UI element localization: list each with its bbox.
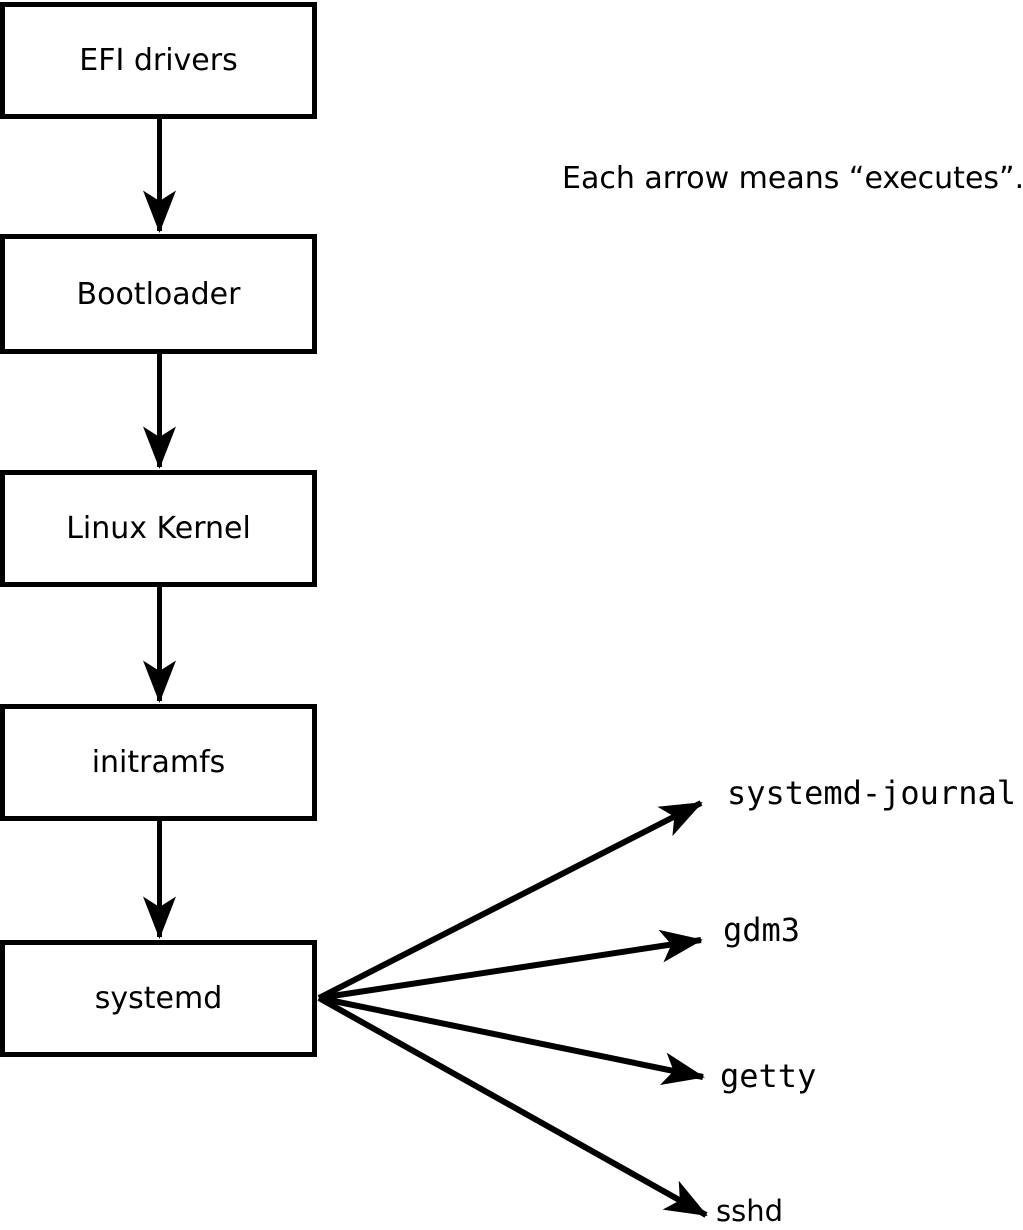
- box-systemd: systemd: [0, 940, 317, 1057]
- box-linux-kernel-label: Linux Kernel: [66, 511, 251, 546]
- box-bootloader: Bootloader: [0, 234, 317, 354]
- box-efi-drivers-label: EFI drivers: [79, 43, 238, 78]
- box-initramfs-label: initramfs: [91, 745, 226, 780]
- box-linux-kernel: Linux Kernel: [0, 470, 317, 587]
- caption-arrow-meaning: Each arrow means “executes”.: [562, 161, 1023, 196]
- label-systemd-journal: systemd-journal: [727, 774, 1016, 812]
- box-systemd-label: systemd: [94, 981, 223, 1016]
- box-bootloader-label: Bootloader: [76, 276, 241, 312]
- label-getty: getty: [720, 1057, 817, 1095]
- label-gdm3: gdm3: [723, 911, 801, 949]
- box-initramfs: initramfs: [0, 704, 317, 821]
- arrow-systemd-to-getty: [318, 995, 705, 1086]
- arrow-systemd-to-journal: [317, 800, 703, 1001]
- label-sshd: sshd: [716, 1194, 784, 1228]
- arrow-systemd-to-sshd: [317, 995, 708, 1218]
- box-efi-drivers: EFI drivers: [0, 2, 317, 119]
- arrow-systemd-to-gdm3: [318, 929, 703, 1001]
